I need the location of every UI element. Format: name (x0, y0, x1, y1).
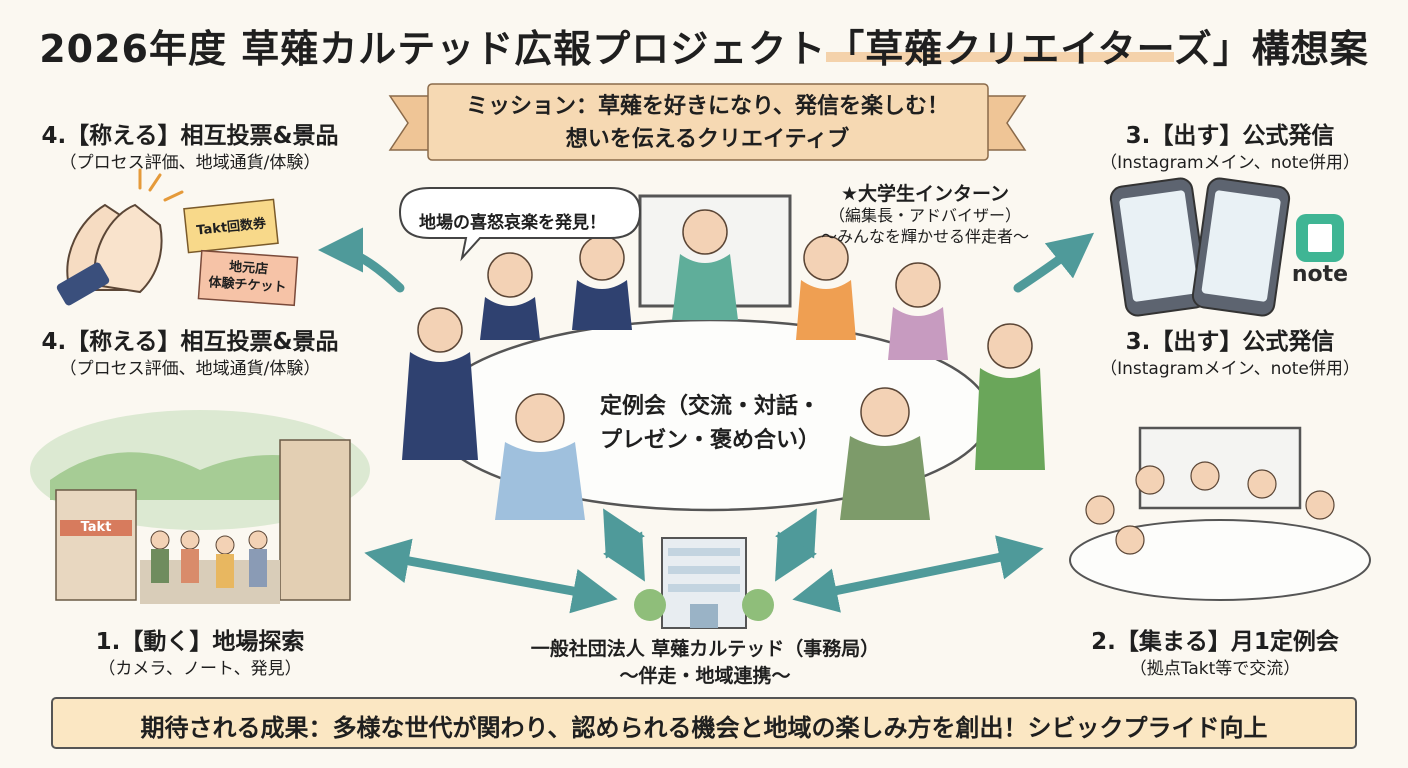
step-share-title-mid: 3.【出す】公式発信 (1125, 329, 1335, 355)
center-meeting-label: 定例会（交流・対話・ プレゼン・褒め合い） (560, 390, 860, 458)
intern-line-1: ★大学生インターン (840, 183, 1010, 205)
step-share-title-top: 3.【出す】公式発信 (1125, 123, 1335, 149)
step-praise-sub-mid: （プロセス評価、地域通貨/体験） (59, 359, 321, 379)
office-line-1: 一般社団法人 草薙カルテッド（事務局） (530, 638, 880, 660)
small-meeting-illustration (1069, 426, 1371, 601)
note-label: note (1291, 262, 1349, 287)
speech-bubble-text: 地場の喜怒哀楽を発見！ (419, 213, 606, 233)
intern-label: ★大学生インターン （編集長・アドバイザー） 〜みんなを輝かせる伴走者〜 (800, 184, 1050, 247)
result-text: 期待される成果：多様な世代が関わり、認められる機会と地域の楽しみ方を創出！シビッ… (140, 714, 1268, 742)
step-move-title: 1.【動く】地場探索 (95, 629, 305, 655)
office-building-icon (634, 537, 774, 629)
center-line-2: プレゼン・褒め合い） (599, 428, 820, 453)
shop-sign: Takt (80, 520, 112, 535)
clapping-hands-icon (56, 168, 184, 306)
office-line-2: 〜伴走・地域連携〜 (619, 665, 791, 687)
takt-ticket (183, 198, 279, 254)
meeting-illustration (402, 194, 1045, 520)
intern-line-2: （編集長・アドバイザー） (828, 206, 1021, 225)
page-title: 2026年度 草薙カルテッド広報プロジェクト「草薙クリエイターズ」構想案 (39, 27, 1369, 71)
center-line-1: 定例会（交流・対話・ (599, 394, 820, 419)
step-gather-title: 2.【集まる】月1定例会 (1091, 629, 1339, 655)
mission-line-2: 想いを伝えるクリエイティブ (565, 127, 850, 152)
flow-arrows (318, 227, 1095, 614)
title-highlight (826, 52, 1174, 62)
step-praise-title-mid: 4.【称える】相互投票&景品 (41, 329, 339, 355)
mission-banner (388, 83, 1027, 161)
result-banner (51, 697, 1357, 749)
step-praise-sub-top: （プロセス評価、地域通貨/体験） (59, 153, 321, 173)
town-illustration (30, 410, 370, 604)
mission-line-1: ミッション：草薙を好きになり、発信を楽しむ！ (465, 94, 950, 119)
speech-bubble (398, 187, 642, 262)
step-praise-title-top: 4.【称える】相互投票&景品 (41, 123, 339, 149)
intern-line-3: 〜みんなを輝かせる伴走者〜 (820, 227, 1029, 246)
phones-illustration (1109, 177, 1291, 317)
note-app-icon (1296, 214, 1344, 262)
mission-text: ミッション：草薙を好きになり、発信を楽しむ！ 想いを伝えるクリエイティブ (435, 90, 980, 156)
local-ticket (197, 249, 299, 307)
local-ticket-label: 地元店 体験チケット (199, 257, 297, 298)
step-move-sub: （カメラ、ノート、発見） (98, 659, 302, 679)
step-share-sub-top: （Instagramメイン、note併用） (1100, 153, 1360, 173)
office-label: 一般社団法人 草薙カルテッド（事務局） 〜伴走・地域連携〜 (470, 636, 940, 690)
step-share-sub-mid: （Instagramメイン、note併用） (1100, 359, 1360, 379)
step-gather-sub: （拠点Takt等で交流） (1129, 659, 1301, 679)
